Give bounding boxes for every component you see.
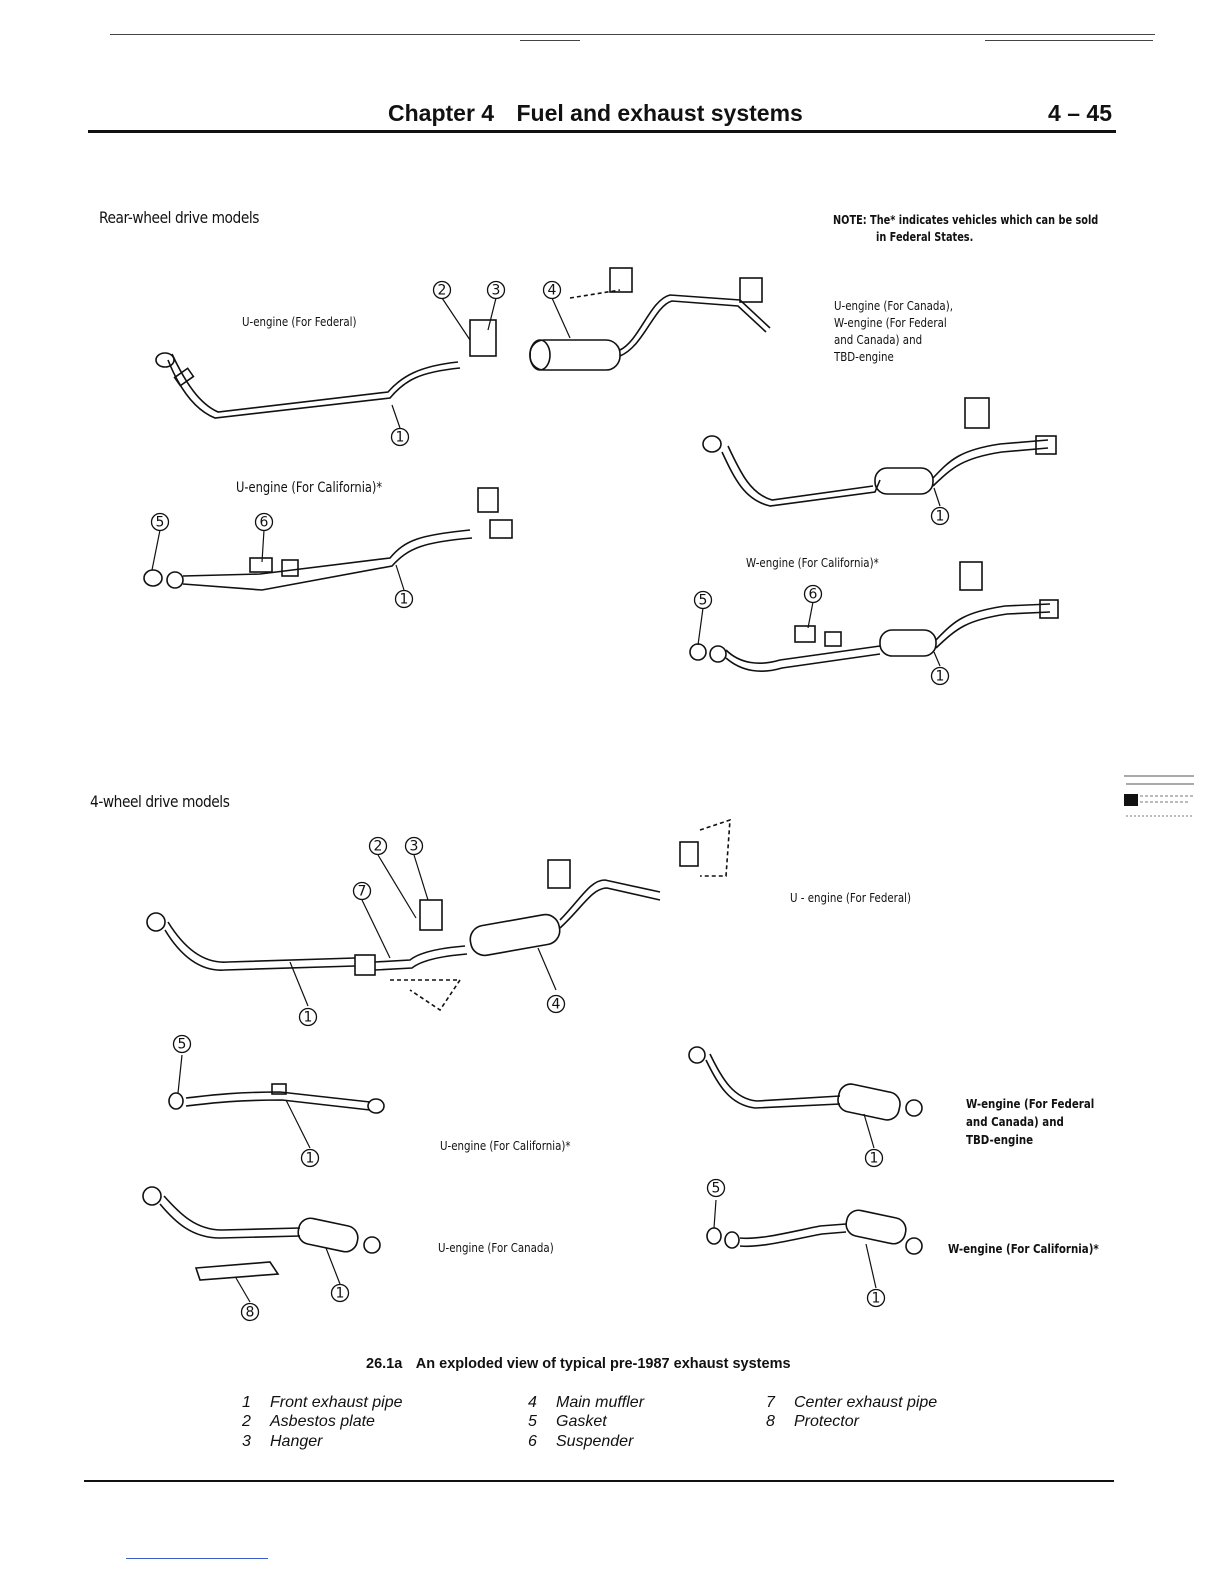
chapter-tab-mark <box>1124 775 1194 817</box>
label-4wd-u-canada: U-engine (For Canada) <box>438 1240 554 1255</box>
4wd-w-federal-drawing <box>688 1046 923 1121</box>
callout-number: 3 <box>486 280 506 300</box>
svg-text:7: 7 <box>358 884 367 900</box>
4wd-u-canada-drawing <box>142 1186 381 1281</box>
svg-text:1: 1 <box>306 1151 315 1167</box>
svg-text:1: 1 <box>396 430 405 446</box>
section-4-wheel-drive: 4-wheel drive models <box>90 792 230 811</box>
section-rear-wheel-drive: Rear-wheel drive models <box>99 208 260 227</box>
label-4wd-w-federal-3: TBD-engine <box>966 1132 1034 1147</box>
note-line-2: in Federal States. <box>876 229 974 244</box>
svg-text:3: 3 <box>410 839 419 855</box>
svg-text:2: 2 <box>438 283 447 299</box>
label-4wd-w-california: W-engine (For California)* <box>948 1241 1099 1256</box>
label-4wd-u-federal: U - engine (For Federal) <box>790 890 912 905</box>
callout-number: 1 <box>298 1007 318 1027</box>
figure-number: 26.1a <box>366 1356 403 1372</box>
callout-number: 5 <box>150 512 170 532</box>
svg-text:4: 4 <box>552 997 561 1013</box>
label-4wd-w-federal-2: and Canada) and <box>966 1114 1064 1129</box>
label-rwd-canada-4: TBD-engine <box>834 349 894 364</box>
callout-number: 2 <box>368 836 388 856</box>
callout-number: 4 <box>542 280 562 300</box>
footer-rule <box>84 1480 1114 1482</box>
label-4wd-u-california: U-engine (For California)* <box>440 1138 571 1153</box>
callout-number: 4 <box>546 994 566 1014</box>
label-4wd-w-federal-1: W-engine (For Federal <box>966 1096 1095 1111</box>
callout-number: 8 <box>240 1302 260 1322</box>
svg-text:2: 2 <box>374 839 383 855</box>
scan-line <box>985 40 1153 41</box>
rwd-u-california-drawing <box>143 487 513 591</box>
svg-text:8: 8 <box>246 1305 255 1321</box>
svg-text:5: 5 <box>156 515 165 531</box>
svg-text:3: 3 <box>492 283 501 299</box>
scan-line <box>520 40 580 41</box>
svg-text:5: 5 <box>699 593 708 609</box>
callout-number: 5 <box>693 590 713 610</box>
callout-number: 5 <box>172 1034 192 1054</box>
rwd-w-california-drawing <box>689 561 1059 672</box>
callout-number: 1 <box>390 427 410 447</box>
rwd-u-federal-drawing <box>155 267 771 419</box>
callout-number: 1 <box>330 1283 350 1303</box>
label-rwd-u-federal: U-engine (For Federal) <box>242 314 357 329</box>
svg-text:5: 5 <box>178 1037 187 1053</box>
svg-text:1: 1 <box>872 1291 881 1307</box>
callout-number: 1 <box>930 666 950 686</box>
label-rwd-w-california: W-engine (For California)* <box>746 555 879 570</box>
callout-number: 1 <box>866 1288 886 1308</box>
rwd-canada-drawing <box>702 397 1057 507</box>
callout-number: 1 <box>930 506 950 526</box>
svg-text:1: 1 <box>936 669 945 685</box>
scan-line <box>110 34 1155 35</box>
4wd-u-federal-drawing <box>146 818 731 1012</box>
header-rule <box>88 130 1116 133</box>
callout-number: 2 <box>432 280 452 300</box>
callout-number: 5 <box>706 1178 726 1198</box>
page-number: 4 – 45 <box>1048 100 1112 126</box>
callout-number: 1 <box>394 589 414 609</box>
4wd-u-california-drawing <box>168 1083 385 1114</box>
svg-text:5: 5 <box>712 1181 721 1197</box>
label-rwd-canada-2: W-engine (For Federal <box>834 315 947 330</box>
figure-caption-text: An exploded view of typical pre-1987 exh… <box>415 1356 791 1372</box>
chapter-heading: Chapter 4 Fuel and exhaust systems <box>388 100 803 127</box>
svg-text:6: 6 <box>809 587 818 603</box>
note-line-1: NOTE: The* indicates vehicles which can … <box>833 212 1099 227</box>
callout-number: 6 <box>254 512 274 532</box>
label-rwd-canada-3: and Canada) and <box>834 332 923 347</box>
svg-text:1: 1 <box>336 1286 345 1302</box>
svg-text:1: 1 <box>936 509 945 525</box>
chapter-number: Chapter 4 <box>388 100 495 126</box>
figure-caption: 26.1a An exploded view of typical pre-19… <box>366 1356 791 1372</box>
label-rwd-canada-1: U-engine (For Canada), <box>834 298 953 313</box>
callout-number: 6 <box>803 584 823 604</box>
callout-number: 3 <box>404 836 424 856</box>
callout-number: 1 <box>300 1148 320 1168</box>
chapter-title: Fuel and exhaust systems <box>516 100 803 126</box>
svg-text:4: 4 <box>548 283 557 299</box>
svg-text:1: 1 <box>400 592 409 608</box>
svg-text:6: 6 <box>260 515 269 531</box>
svg-text:1: 1 <box>870 1151 879 1167</box>
svg-text:1: 1 <box>304 1010 313 1026</box>
callout-leaders <box>151 297 941 1303</box>
callout-number: 7 <box>352 881 372 901</box>
scan-line <box>126 1558 268 1559</box>
label-rwd-u-california: U-engine (For California)* <box>236 480 383 496</box>
callout-number: 1 <box>864 1148 884 1168</box>
